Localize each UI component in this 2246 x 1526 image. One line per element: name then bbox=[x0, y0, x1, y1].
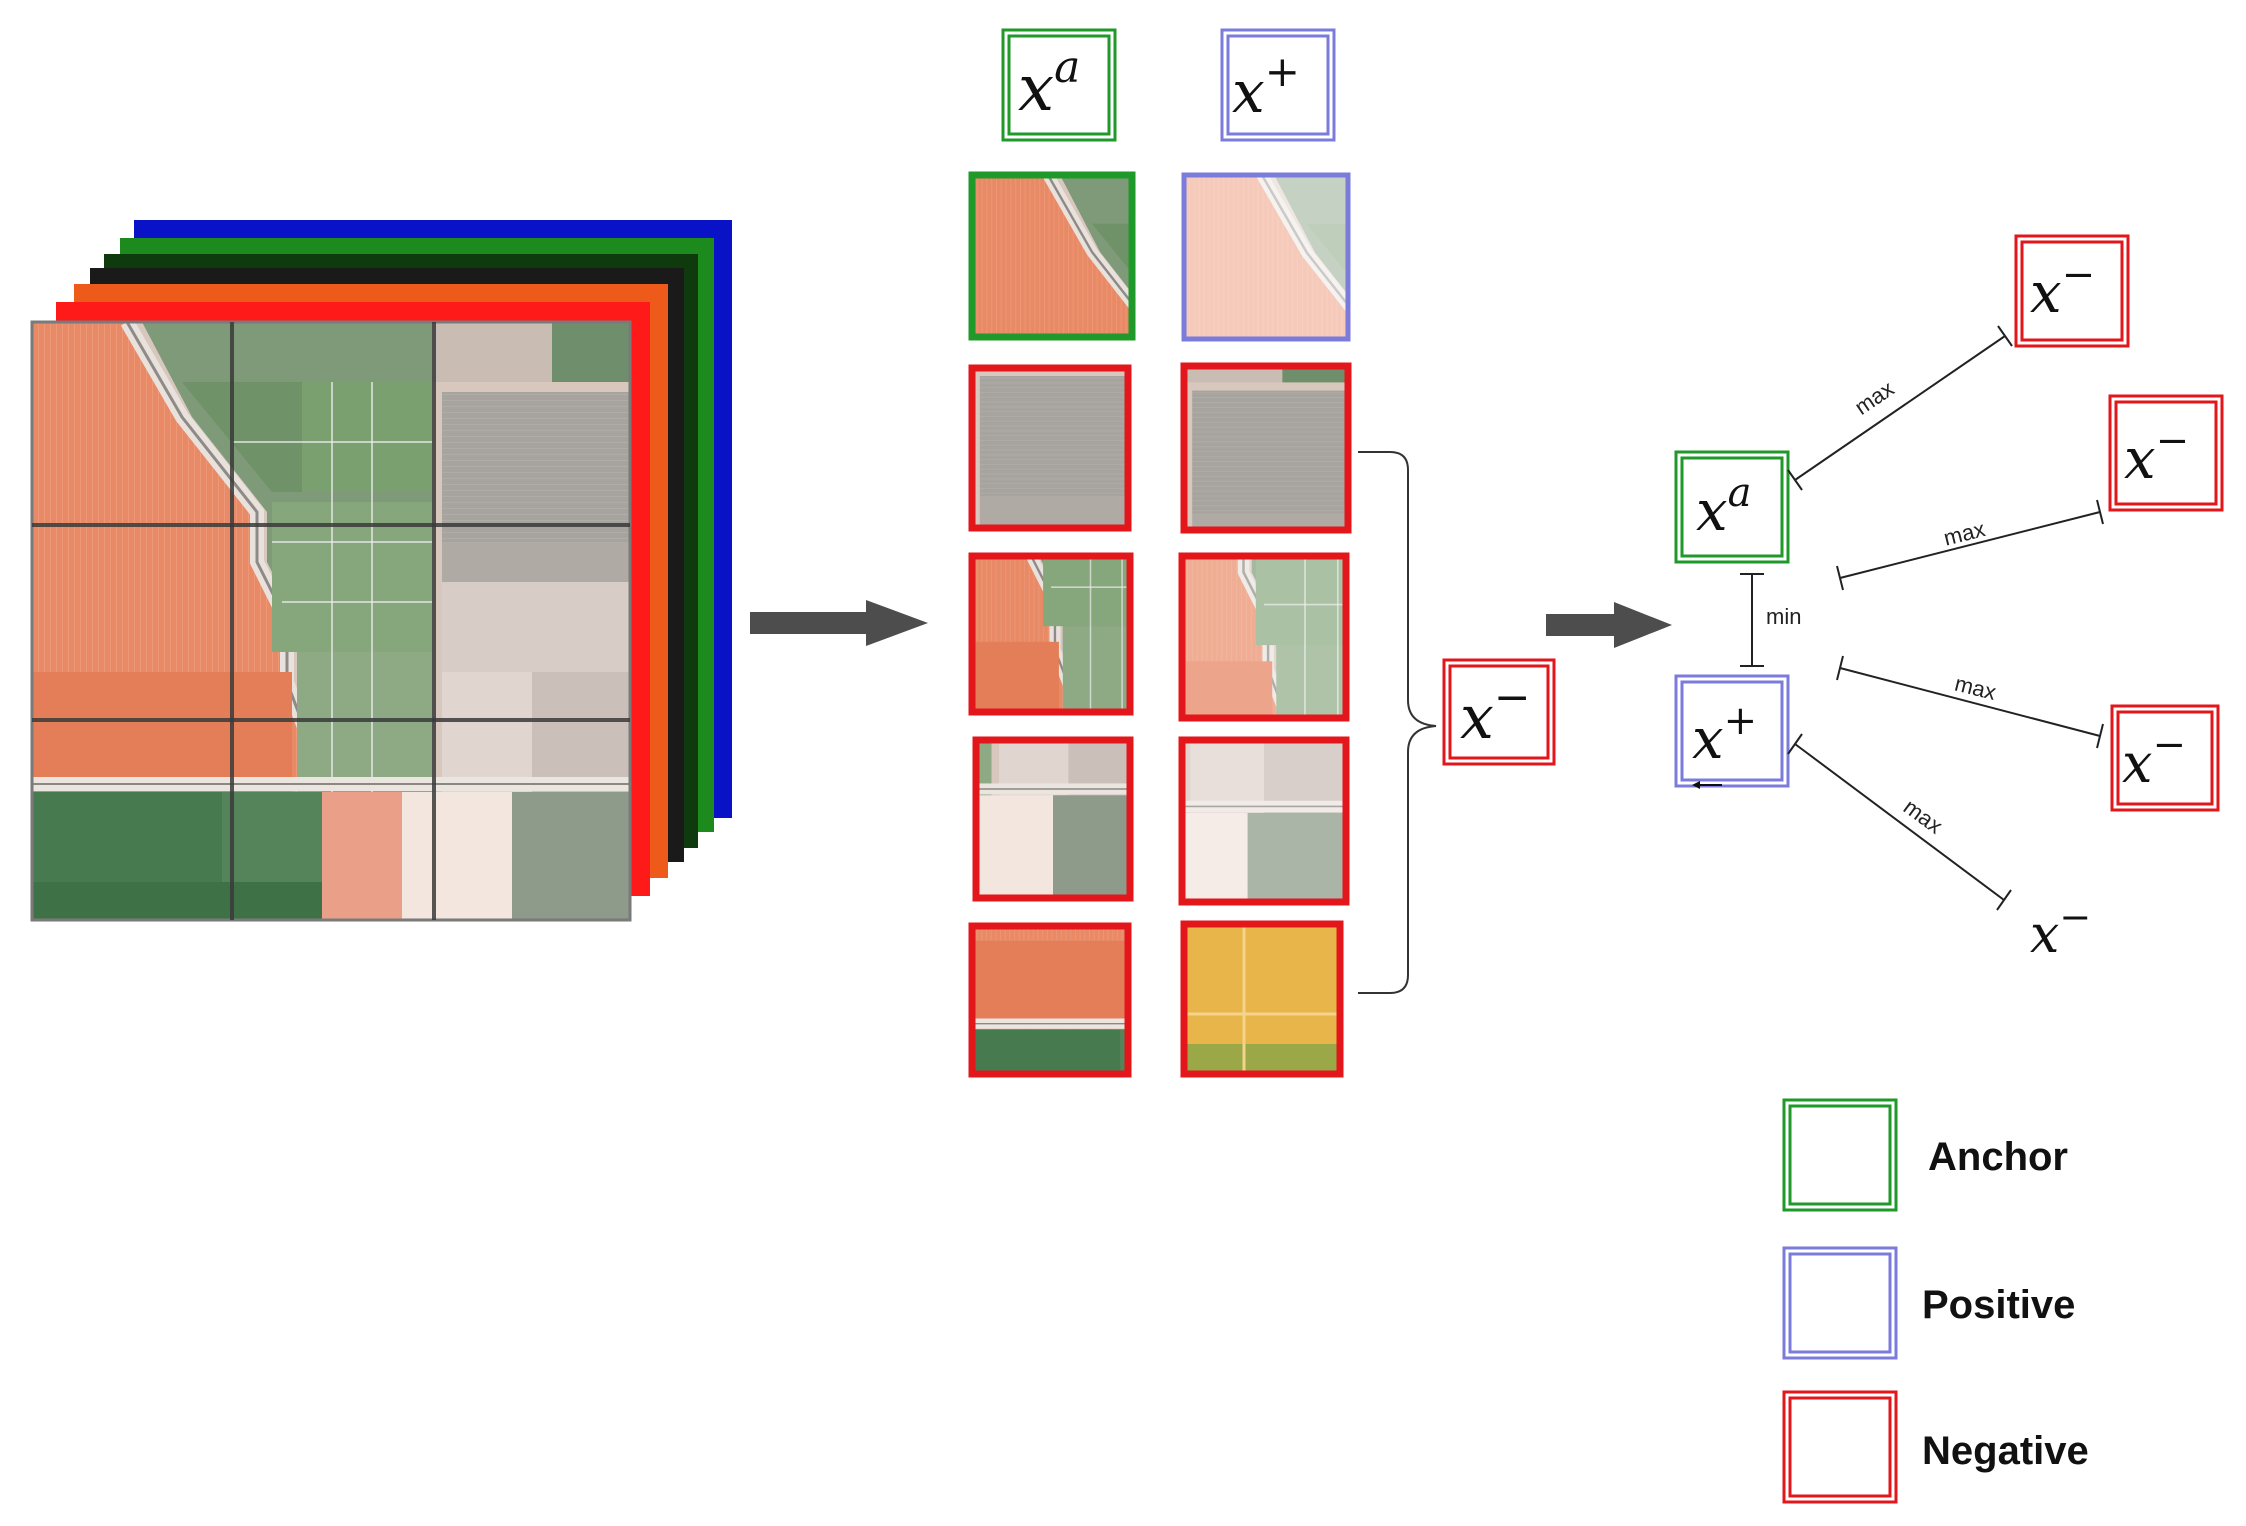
min-edge bbox=[1740, 573, 1764, 667]
superscript-minus: − bbox=[2152, 722, 2186, 768]
positive-column bbox=[1178, 172, 1352, 1078]
legend-anchor-label: Anchor bbox=[1928, 1135, 2068, 1179]
symbol-x: x bbox=[2124, 427, 2156, 492]
negative-node: x− bbox=[2014, 234, 2130, 348]
max-edge bbox=[1787, 325, 2013, 491]
legend-negative: Negative bbox=[1782, 1390, 2089, 1504]
multispectral-image-stack bbox=[30, 220, 732, 922]
flow-arrow bbox=[750, 600, 928, 646]
symbol-x: x bbox=[2122, 732, 2152, 795]
superscript-plus: + bbox=[1265, 47, 1300, 96]
negative-patch bbox=[968, 922, 1132, 1078]
column-header-anchor: xa bbox=[1001, 28, 1117, 142]
legend-negative-label: Negative bbox=[1922, 1429, 2089, 1473]
negative-patch bbox=[972, 736, 1134, 902]
legend-positive-label: Positive bbox=[1922, 1283, 2075, 1327]
rgb-satellite-image bbox=[32, 322, 632, 922]
negative-node: x− bbox=[2108, 394, 2224, 512]
flow-arrow bbox=[1546, 602, 1672, 648]
negative-patch bbox=[1178, 552, 1350, 722]
anchor-patch bbox=[968, 171, 1136, 341]
legend-positive: Positive bbox=[1782, 1246, 2075, 1360]
positive-patch bbox=[1181, 172, 1351, 342]
negative-patch bbox=[968, 552, 1134, 716]
svg-text:x−: x− bbox=[1460, 672, 1531, 753]
max-label: max bbox=[1941, 516, 1987, 550]
svg-text:xa: xa bbox=[1696, 470, 1751, 544]
max-label: max bbox=[1899, 794, 1947, 839]
positive-node: x+ bbox=[1674, 674, 1790, 789]
superscript-a: a bbox=[1728, 470, 1752, 516]
legend-negative-swatch bbox=[1782, 1390, 1898, 1504]
negative-node: x− bbox=[2110, 704, 2220, 812]
anchor-column bbox=[968, 171, 1136, 1078]
symbol-x: x bbox=[1460, 683, 1494, 753]
svg-text:x−: x− bbox=[2124, 418, 2189, 492]
max-edge bbox=[1787, 733, 2012, 911]
negative-patch bbox=[1178, 736, 1350, 906]
symbol-x: x bbox=[2030, 261, 2062, 326]
negative-patch bbox=[1180, 920, 1344, 1078]
legend-anchor-swatch bbox=[1782, 1098, 1898, 1212]
symbol-x: x bbox=[1696, 479, 1728, 544]
anchor-node: xa bbox=[1674, 450, 1790, 564]
negative-patch bbox=[968, 364, 1132, 532]
min-label: min bbox=[1766, 604, 1801, 629]
svg-text:xa: xa bbox=[1018, 42, 1080, 126]
svg-text:x−: x− bbox=[2122, 722, 2186, 795]
negative-node-unboxed: x− bbox=[2030, 895, 2091, 965]
negatives-brace bbox=[1358, 451, 1437, 994]
patch-grid bbox=[32, 322, 630, 920]
svg-text:x−: x− bbox=[2030, 252, 2095, 326]
legend-positive-swatch bbox=[1782, 1246, 1898, 1360]
legend-anchor: Anchor bbox=[1782, 1098, 2068, 1212]
symbol-x: x bbox=[2030, 905, 2059, 965]
superscript-minus: − bbox=[2059, 895, 2091, 939]
svg-text:x+: x+ bbox=[1692, 698, 1757, 772]
symbol-x: x bbox=[1692, 707, 1724, 772]
negative-set-label: x− bbox=[1442, 658, 1556, 766]
max-edge bbox=[1836, 499, 2104, 591]
negative-patch bbox=[1180, 362, 1352, 534]
superscript-plus: + bbox=[1724, 698, 1758, 744]
svg-text:x+: x+ bbox=[1232, 47, 1300, 126]
symbol-x: x bbox=[1232, 58, 1265, 126]
legend: Anchor Positive Negative bbox=[1782, 1098, 2089, 1504]
svg-text:x−: x− bbox=[2030, 895, 2091, 965]
superscript-minus: − bbox=[1494, 672, 1531, 723]
superscript-a: a bbox=[1054, 42, 1080, 93]
superscript-minus: − bbox=[2156, 418, 2190, 464]
superscript-minus: − bbox=[2062, 252, 2096, 298]
column-header-positive: x+ bbox=[1220, 28, 1336, 142]
symbol-x: x bbox=[1018, 52, 1054, 126]
max-edge bbox=[1836, 655, 2104, 749]
